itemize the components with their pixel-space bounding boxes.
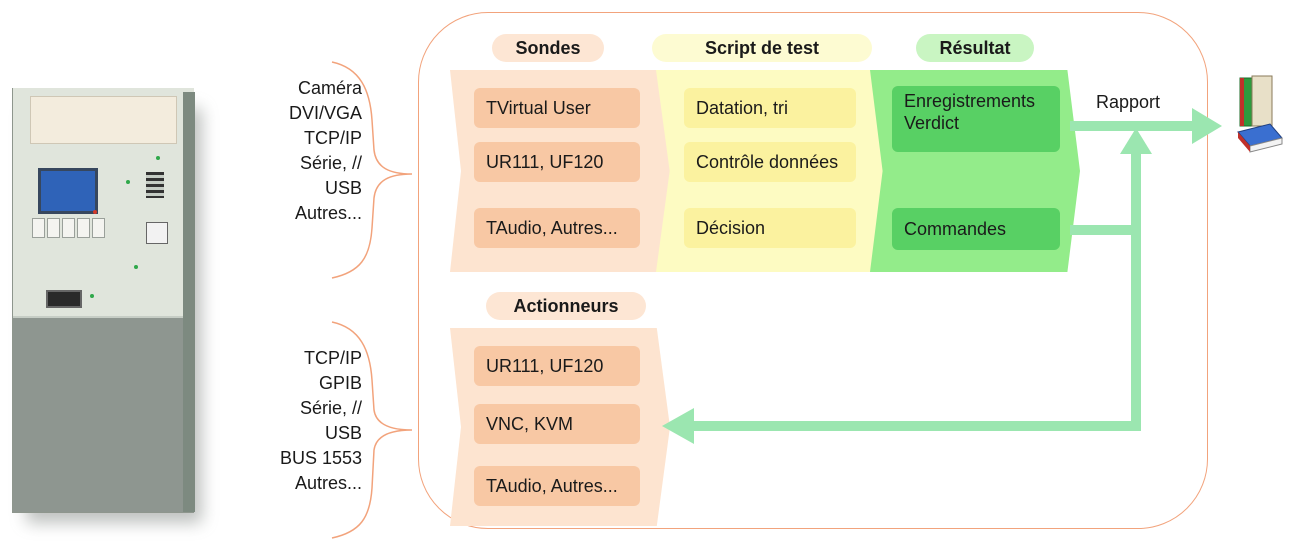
- script-item: Décision: [684, 208, 856, 248]
- actionneurs-item: UR111, UF120: [474, 346, 640, 386]
- script-item: Contrôle données: [684, 142, 856, 182]
- script-header: Script de test: [652, 34, 872, 62]
- sondes-item: TVirtual User: [474, 88, 640, 128]
- resultat-header: Résultat: [916, 34, 1034, 62]
- sondes-item: TAudio, Autres...: [474, 208, 640, 248]
- left-arrowhead: [662, 408, 694, 444]
- actionneurs-header: Actionneurs: [486, 292, 646, 320]
- output-interfaces-label: TCP/IP GPIB Série, // USB BUS 1553 Autre…: [279, 348, 362, 493]
- actionneurs-item: VNC, KVM: [474, 404, 640, 444]
- report-book-icon: [1237, 75, 1283, 153]
- rapport-label: Rapport: [1096, 92, 1161, 112]
- resultat-item-commands: Commandes: [892, 208, 1060, 250]
- input-brace: [331, 61, 413, 279]
- input-interfaces-label: Caméra DVI/VGA TCP/IP Série, // USB Autr…: [288, 78, 362, 223]
- sondes-header: Sondes: [492, 34, 604, 62]
- up-arrowhead: [1120, 128, 1152, 154]
- rapport-arrowhead: [1192, 108, 1222, 144]
- resultat-item-recordings: Enregistrements Verdict: [892, 86, 1060, 152]
- sondes-item: UR111, UF120: [474, 142, 640, 182]
- output-brace: [331, 321, 413, 539]
- script-item: Datation, tri: [684, 88, 856, 128]
- system-frame: [418, 12, 1208, 529]
- actionneurs-item: TAudio, Autres...: [474, 466, 640, 506]
